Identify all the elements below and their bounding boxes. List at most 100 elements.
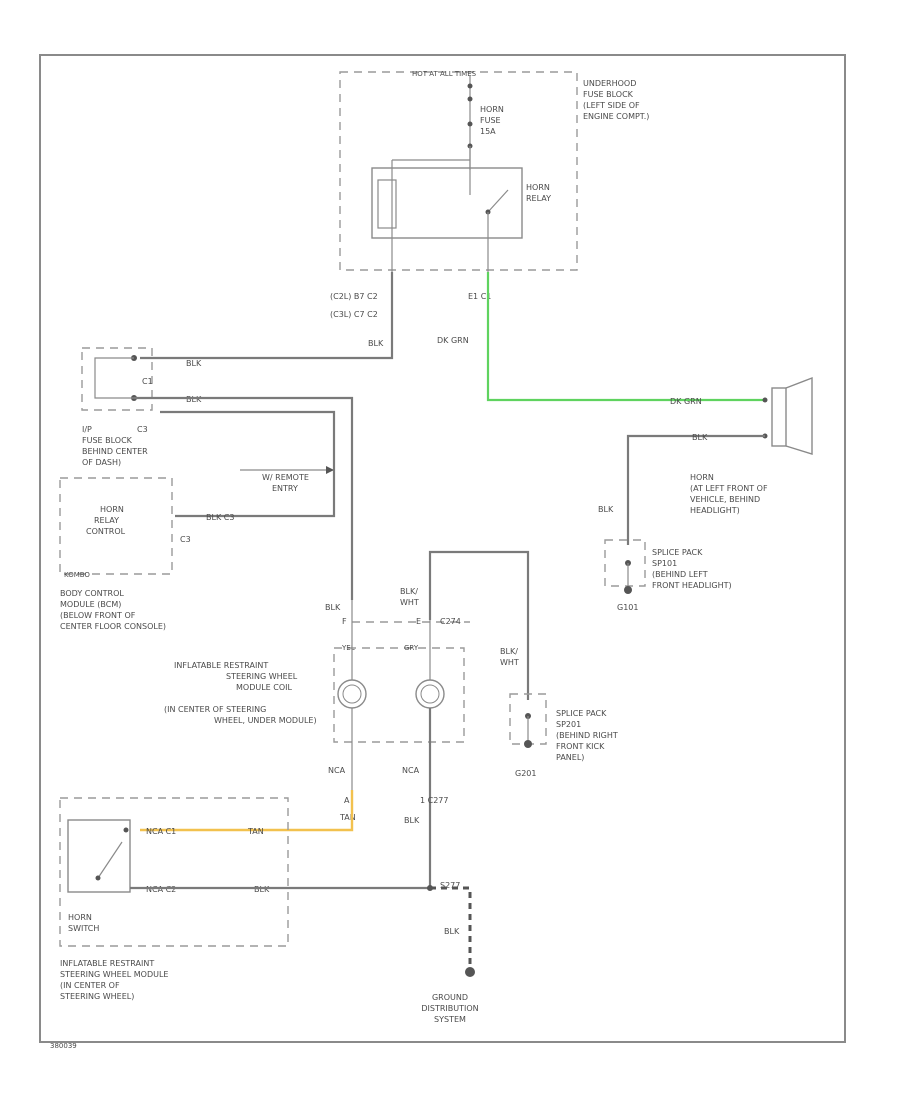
ground-wire — [430, 886, 472, 968]
svg-text:(BELOW FRONT OF: (BELOW FRONT OF — [60, 611, 136, 620]
svg-text:GROUND: GROUND — [432, 993, 468, 1002]
c277-left-pin: A — [344, 796, 350, 805]
svg-text:FUSE BLOCK: FUSE BLOCK — [583, 90, 634, 99]
horn-relay-control-label: HORN RELAY CONTROL — [86, 505, 126, 536]
tan-wire — [140, 790, 354, 832]
svg-text:BODY CONTROL: BODY CONTROL — [60, 589, 124, 598]
diagram-border — [39, 54, 846, 1043]
bcm-wire-label: BLK C3 — [206, 513, 234, 522]
yellow-label: YEL — [341, 644, 355, 652]
svg-text:HEADLIGHT): HEADLIGHT) — [690, 506, 740, 515]
svg-text:SPLICE PACK: SPLICE PACK — [556, 709, 607, 718]
svg-text:FUSE: FUSE — [480, 116, 501, 125]
splice-pack-sp101 — [604, 539, 646, 587]
svg-text:BLK/: BLK/ — [400, 587, 418, 596]
bcm-label: BODY CONTROL MODULE (BCM) (BELOW FRONT O… — [60, 589, 166, 631]
horn-switch-top-wire: NCA C1 — [146, 827, 176, 836]
horn-switch — [67, 819, 131, 893]
svg-text:WHEEL, UNDER MODULE): WHEEL, UNDER MODULE) — [214, 716, 317, 725]
ground-distribution-label: GROUND DISTRIBUTION SYSTEM — [421, 993, 478, 1024]
splice-pack-right-label: SPLICE PACK SP201 (BEHIND RIGHT FRONT KI… — [556, 709, 618, 762]
svg-text:MODULE (BCM): MODULE (BCM) — [60, 600, 121, 609]
dk-grn-horn-label: DK GRN — [670, 397, 702, 406]
blk-wire-relay-ip — [140, 272, 394, 360]
horn-relay — [371, 167, 523, 239]
svg-text:CENTER FLOOR CONSOLE): CENTER FLOOR CONSOLE) — [60, 622, 166, 631]
svg-text:(IN CENTER OF: (IN CENTER OF — [60, 981, 120, 990]
nca-right-label: NCA — [402, 766, 420, 775]
svg-text:BEHIND CENTER: BEHIND CENTER — [82, 447, 148, 456]
svg-text:SP201: SP201 — [556, 720, 581, 729]
g201-label: G201 — [515, 769, 536, 778]
horn-switch-bottom-wire: NCA C2 — [146, 885, 176, 894]
horn-label: HORN (AT LEFT FRONT OF VEHICLE, BEHIND H… — [690, 473, 768, 515]
svg-text:FRONT KICK: FRONT KICK — [556, 742, 605, 751]
svg-text:SPLICE PACK: SPLICE PACK — [652, 548, 703, 557]
s277-label: S277 — [440, 881, 460, 890]
horn-switch-tan-wire: TAN — [247, 827, 264, 836]
e1-c1-label: E1 C1 — [468, 292, 491, 301]
splice-pack-left-label: SPLICE PACK SP101 (BEHIND LEFT FRONT HEA… — [652, 548, 732, 590]
svg-text:I/P: I/P — [82, 425, 92, 434]
ip-blk-top-label: BLK — [186, 359, 202, 368]
svg-text:BLK/: BLK/ — [500, 647, 518, 656]
tan-label: TAN — [339, 813, 356, 822]
ip-blk-bottom-label: BLK — [186, 395, 202, 404]
svg-text:PANEL): PANEL) — [556, 753, 584, 762]
svg-text:(AT LEFT FRONT OF: (AT LEFT FRONT OF — [690, 484, 768, 493]
svg-text:DISTRIBUTION: DISTRIBUTION — [421, 1004, 478, 1013]
svg-text:SWITCH: SWITCH — [68, 924, 99, 933]
horn-icon — [771, 376, 813, 455]
ip-conn-c1: C1 — [142, 377, 153, 386]
inflatable-module-label: INFLATABLE RESTRAINT STEERING WHEEL MODU… — [164, 661, 317, 725]
horn-switch-blk-wire: BLK — [254, 885, 270, 894]
dk-grn-wire — [486, 272, 765, 402]
horn-fuse-label: HORN FUSE 15A — [480, 105, 504, 136]
svg-text:HORN: HORN — [480, 105, 504, 114]
svg-text:HORN: HORN — [690, 473, 714, 482]
svg-text:VEHICLE, BEHIND: VEHICLE, BEHIND — [690, 495, 760, 504]
svg-text:SYSTEM: SYSTEM — [434, 1015, 466, 1024]
svg-text:INFLATABLE RESTRAINT: INFLATABLE RESTRAINT — [60, 959, 154, 968]
ip-fuse-block-label: I/P FUSE BLOCK BEHIND CENTER OF DASH) — [82, 425, 148, 467]
ip-blk-wire-bcm — [160, 410, 336, 518]
svg-text:RELAY: RELAY — [94, 516, 119, 525]
blk-ground-label: BLK — [444, 927, 460, 936]
bcm-conn-label: C3 — [180, 535, 191, 544]
blk-horn-ground-label: BLK — [598, 505, 614, 514]
ip-conn-c3: C3 — [137, 425, 148, 434]
e-pin-label: E — [416, 617, 421, 626]
ip-blk-wire-right — [134, 396, 354, 600]
grey-label: GRY — [404, 644, 419, 652]
c2-c7-label: (C3L) C7 C2 — [330, 310, 378, 319]
bcm-box-code: KOMBO — [64, 571, 90, 579]
blk-left-col-label: BLK — [325, 603, 341, 612]
blk-mid-down-label: BLK — [404, 816, 420, 825]
c277-right-label: 1 C277 — [420, 796, 449, 805]
horn-switch-icon — [97, 841, 123, 879]
c2-b7-label: (C2L) B7 C2 — [330, 292, 378, 301]
inflatable-bottom-label: INFLATABLE RESTRAINT STEERING WHEEL MODU… — [60, 959, 168, 1001]
svg-text:OF DASH): OF DASH) — [82, 458, 121, 467]
svg-text:UNDERHOOD: UNDERHOOD — [583, 79, 636, 88]
svg-text:WHT: WHT — [400, 598, 419, 607]
corner-code: 380039 — [50, 1042, 77, 1050]
svg-text:HORN: HORN — [100, 505, 124, 514]
svg-text:(BEHIND RIGHT: (BEHIND RIGHT — [556, 731, 618, 740]
blk-wht-loop — [428, 550, 530, 700]
ip-fuse-block-box — [81, 347, 153, 411]
svg-text:RELAY: RELAY — [526, 194, 551, 203]
nca-left-label: NCA — [328, 766, 346, 775]
blk-relay-wire-label: BLK — [368, 339, 384, 348]
svg-text:STEERING WHEEL: STEERING WHEEL — [226, 672, 298, 681]
svg-text:15A: 15A — [480, 127, 496, 136]
ground-icon — [465, 967, 475, 977]
inflatable-switch-box — [59, 797, 289, 947]
horn-ground-wire — [626, 434, 765, 545]
c274-label: C274 — [440, 617, 461, 626]
svg-text:SP101: SP101 — [652, 559, 677, 568]
svg-text:ENTRY: ENTRY — [272, 484, 298, 493]
g101-label: G101 — [617, 603, 638, 612]
blk-wht-mid-label: BLK/ WHT — [400, 587, 419, 607]
